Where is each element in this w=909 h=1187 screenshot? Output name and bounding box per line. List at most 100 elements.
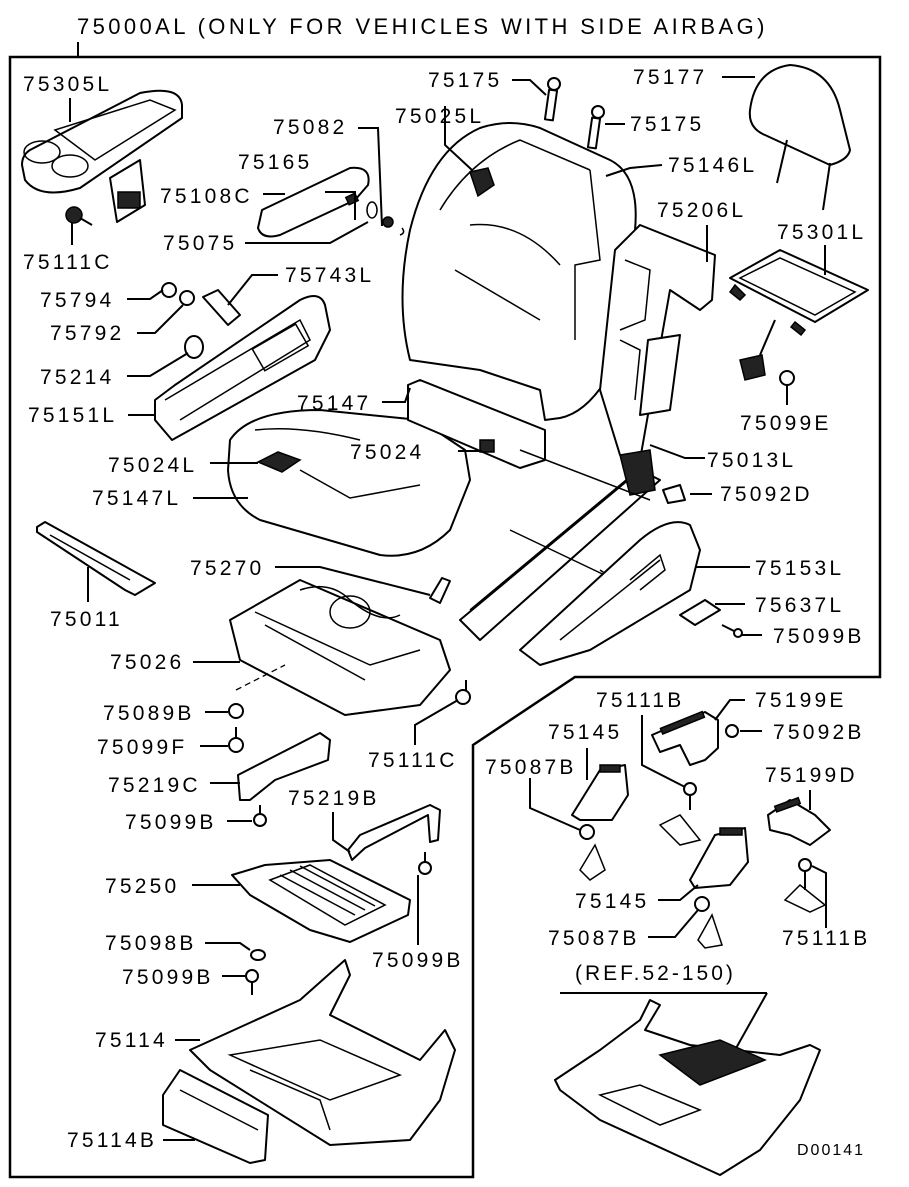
part-label[interactable]: 75165 <box>238 151 313 174</box>
leader-75145-b <box>658 884 699 901</box>
part-label[interactable]: 75111C <box>23 251 113 274</box>
part-label[interactable]: 75794 <box>40 289 115 312</box>
bracket-sketch-d <box>783 883 827 913</box>
bolt-75111B-a <box>683 782 697 810</box>
diagram-title: 75000AL (ONLY FOR VEHICLES WITH SIDE AIR… <box>77 14 768 39</box>
part-label[interactable]: 75177 <box>633 66 708 89</box>
bolt-75099B-b <box>253 805 267 827</box>
under-tray-part <box>231 859 411 943</box>
stopper-75145-a <box>571 764 629 821</box>
part-label[interactable]: 75099B <box>773 625 865 648</box>
part-label[interactable]: 75743L <box>285 264 375 287</box>
part-label[interactable]: 75219C <box>108 774 201 797</box>
seatback-table-part <box>728 249 869 386</box>
part-label[interactable]: 75025L <box>395 105 485 128</box>
screw-75099B-right <box>721 624 743 638</box>
cover-75637L <box>679 599 721 626</box>
part-label[interactable]: 75147 <box>297 392 372 415</box>
part-label[interactable]: 75024L <box>108 454 198 477</box>
part-label[interactable]: 75199E <box>755 689 847 712</box>
bracket-75219C <box>237 732 331 801</box>
part-label[interactable]: 75637L <box>755 594 845 617</box>
part-label[interactable]: 75092B <box>773 721 865 744</box>
part-label[interactable]: 75099E <box>740 412 832 435</box>
leader-75219B <box>332 812 351 853</box>
headrest-guide-pins <box>543 77 605 150</box>
inner-shield-part <box>154 295 331 441</box>
armrest-tray-part <box>21 89 183 223</box>
bracket-sketch-c <box>697 913 723 949</box>
part-label[interactable]: 75199D <box>765 764 858 787</box>
part-label[interactable]: 75099B <box>122 966 214 989</box>
part-label[interactable]: 75111B <box>782 927 871 950</box>
part-label[interactable]: 75114B <box>67 1129 158 1152</box>
leader-75111C-b <box>414 699 459 745</box>
reference-note: (REF.52-150) <box>575 962 736 985</box>
part-label[interactable]: 75206L <box>657 199 747 222</box>
leader-75175-a <box>512 79 547 96</box>
part-label[interactable]: 75147L <box>92 487 182 510</box>
part-label[interactable]: 75214 <box>40 366 115 389</box>
part-label[interactable]: 75270 <box>190 557 265 580</box>
leader-75013L <box>649 444 705 459</box>
part-label[interactable]: 75146L <box>668 154 758 177</box>
part-label[interactable]: 75111C <box>368 749 458 772</box>
part-label[interactable]: 75175 <box>630 113 705 136</box>
part-label[interactable]: 75024 <box>350 441 425 464</box>
part-label[interactable]: 75151L <box>28 404 118 427</box>
part-label[interactable]: 75792 <box>50 322 125 345</box>
leader-75199E <box>714 699 745 721</box>
clip-75092B <box>725 724 739 738</box>
leader-75098B <box>205 942 251 951</box>
rail-cover-part <box>36 521 156 596</box>
leader-75214 <box>127 352 189 377</box>
part-label[interactable]: 75026 <box>110 651 185 674</box>
part-label[interactable]: 75145 <box>575 890 650 913</box>
part-label[interactable]: 75145 <box>548 721 623 744</box>
part-label[interactable]: 75175 <box>428 69 503 92</box>
part-label[interactable]: 75111B <box>596 689 685 712</box>
part-label[interactable]: 75082 <box>273 116 348 139</box>
part-label[interactable]: 75108C <box>160 185 253 208</box>
part-label[interactable]: 75011 <box>50 608 123 631</box>
stopper-75199E <box>651 710 719 766</box>
part-label[interactable]: 75219B <box>288 787 380 810</box>
assembly-frame <box>8 55 882 1179</box>
bracket-75219B <box>347 804 441 861</box>
leader-75270 <box>275 566 431 596</box>
part-label[interactable]: 75099B <box>372 949 464 972</box>
bolt-75111B-b <box>798 858 812 890</box>
part-label[interactable]: 75087B <box>485 756 577 779</box>
leader-75792 <box>137 304 184 334</box>
bolt-75111C-right <box>455 680 471 705</box>
bolt-75099B-d <box>245 969 259 995</box>
ref-lower-frame <box>554 999 821 1176</box>
bolt-75099F <box>228 727 244 753</box>
leader-75025L <box>444 106 473 171</box>
part-label[interactable]: 75087B <box>548 927 640 950</box>
leader-75087B-a <box>529 778 581 831</box>
bracket-sketch-b <box>658 814 702 846</box>
part-label[interactable]: 75099F <box>97 736 188 759</box>
dash-75089B <box>235 664 286 691</box>
cap-75089B <box>228 703 244 719</box>
part-label[interactable]: 75305L <box>23 73 113 96</box>
drawing-code: D00141 <box>797 1142 866 1159</box>
leader-75743L <box>227 274 278 306</box>
part-label[interactable]: 75075 <box>163 232 238 255</box>
part-label[interactable]: 75013L <box>707 449 797 472</box>
part-label[interactable]: 75089B <box>103 702 195 725</box>
clip-75098B <box>250 949 266 961</box>
part-label[interactable]: 75301L <box>777 221 867 244</box>
part-label[interactable]: 75092D <box>720 483 813 506</box>
part-label[interactable]: 75098B <box>105 932 197 955</box>
part-label[interactable]: 75114 <box>95 1029 168 1052</box>
part-label[interactable]: 75250 <box>105 875 180 898</box>
part-label[interactable]: 75153L <box>755 557 845 580</box>
ref-leader <box>734 992 768 1051</box>
nut-75087B-a <box>579 824 595 840</box>
part-label[interactable]: 75099B <box>125 811 217 834</box>
small-caps-parts <box>161 282 241 359</box>
